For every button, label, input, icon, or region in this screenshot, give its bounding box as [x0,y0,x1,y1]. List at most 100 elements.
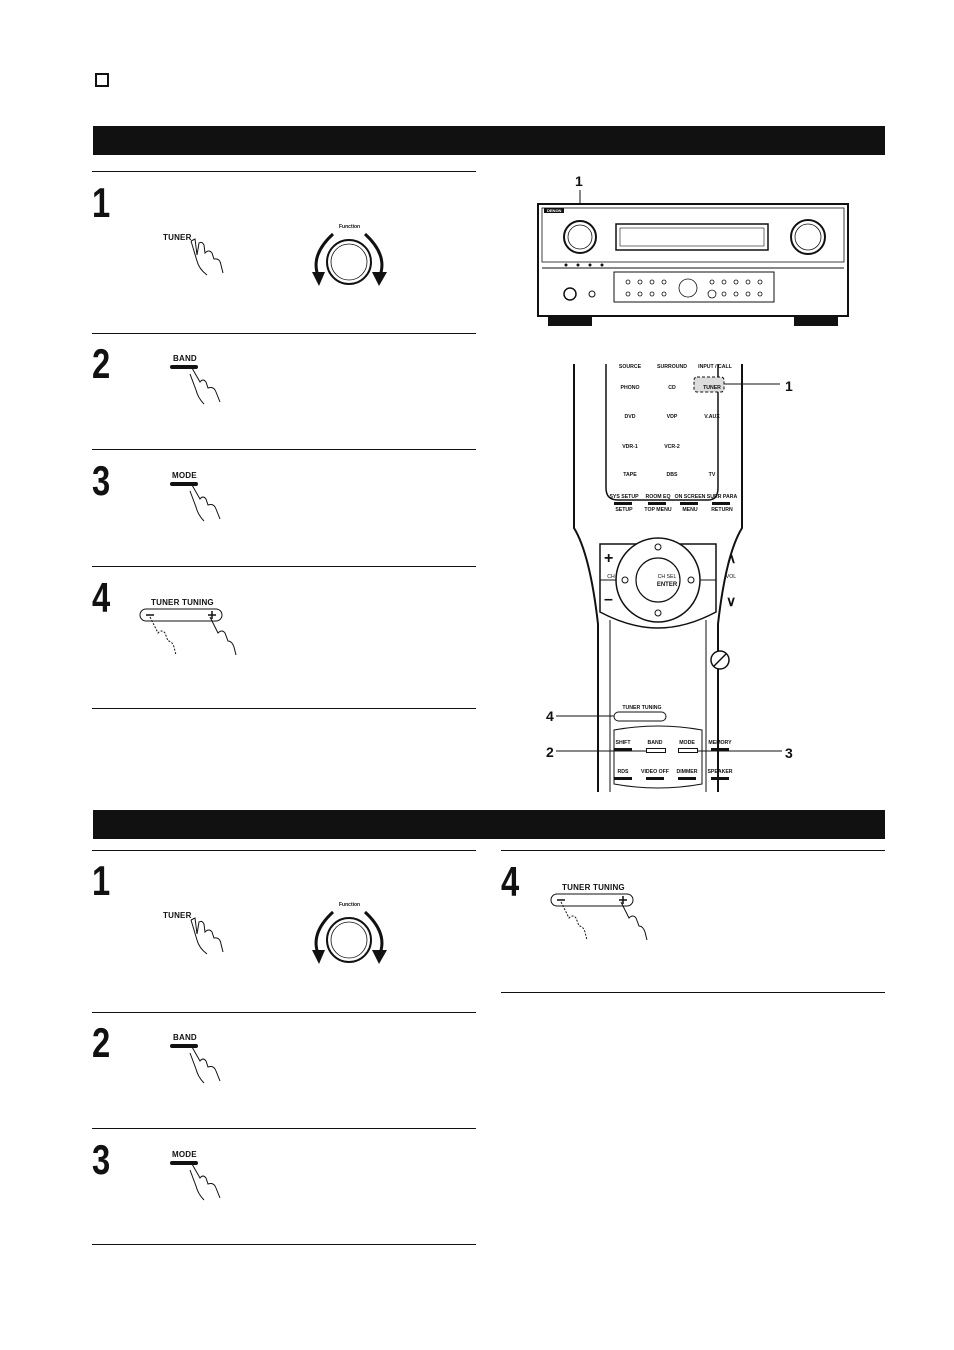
remote-callout-mode: 3 [785,745,793,761]
ch-label: CH [607,574,615,580]
hand-press-icon [190,238,224,276]
remote-key [678,777,696,780]
remote-video-off-button[interactable]: VIDEO OFF [641,769,669,775]
receiver-illustration [537,190,849,326]
step-number: 2 [92,1019,111,1066]
vol-up-icon[interactable]: ∧ [726,550,737,566]
ch-down-icon[interactable]: – [604,591,613,608]
section-checkbox[interactable] [95,73,109,87]
remote-tv-button[interactable]: TV [708,472,716,478]
step-number: 2 [92,340,111,387]
step-divider [92,850,476,851]
tuning-rocker-icon [139,608,237,656]
step-number: 4 [501,858,520,905]
remote-vaux-button[interactable]: V.AUX [704,414,720,420]
remote-callout-tuning: 4 [546,708,554,724]
remote-speaker-button[interactable]: SPEAKER [707,769,733,775]
remote-dbs-button[interactable]: DBS [666,472,678,478]
remote-key [711,777,729,780]
mode-button[interactable] [170,482,198,486]
remote-rds-button[interactable]: RDS [617,769,629,775]
remote-band-button[interactable]: BAND [647,740,663,746]
step-number: 1 [92,179,111,226]
mode-button-label: MODE [172,471,197,480]
hand-press-icon [189,1046,221,1084]
step-divider [92,708,476,709]
remote-key [646,777,664,780]
remote-tuner-tuning-label: TUNER TUNING [622,705,662,711]
step-number: 1 [92,857,111,904]
remote-surround-button[interactable]: SURROUND [657,364,687,370]
remote-key [614,777,632,780]
hand-press-icon [189,367,221,405]
remote-sys-setup-button[interactable]: SYS SETUP [609,494,639,500]
remote-top-menu-button[interactable]: TOP MENU [644,507,672,513]
receiver-callout: 1 [575,173,583,189]
vol-label: VOL [725,574,737,580]
remote-key [711,748,729,751]
step-divider [92,449,476,450]
tuning-rocker-icon [550,893,648,941]
step-divider [501,992,885,993]
step-divider [92,1244,476,1245]
step-divider [92,1128,476,1129]
remote-mode-button[interactable]: MODE [679,740,695,746]
remote-cd-button[interactable]: CD [668,385,676,391]
section-header-bar-2 [93,810,885,839]
remote-room-eq-button[interactable]: ROOM EQ [645,494,671,500]
step-divider [92,1012,476,1013]
remote-on-screen-button[interactable]: ON SCREEN [674,494,706,500]
remote-vdp-button[interactable]: VDP [666,414,678,420]
band-button[interactable] [170,1044,198,1048]
hand-press-icon [189,1163,221,1201]
enter-button[interactable]: ENTER [656,582,678,588]
remote-callout-tuner: 1 [785,378,793,394]
band-button-label: BAND [173,1033,197,1042]
remote-callout-band: 2 [546,744,554,760]
band-button-label: BAND [173,354,197,363]
step-number: 4 [92,574,111,621]
step-divider [92,333,476,334]
remote-memory-button[interactable]: MEMORY [708,740,732,746]
step-divider [501,850,885,851]
function-knob-icon [312,910,387,964]
section-header-bar-1 [93,126,885,155]
tuner-button-label: TUNER [163,911,192,920]
step-number: 3 [92,1136,111,1183]
remote-key [648,502,666,505]
remote-menu-button[interactable]: MENU [682,507,698,513]
vol-down-icon[interactable]: ∨ [726,593,737,609]
remote-surr-para-button[interactable]: SURR PARA [706,494,738,500]
function-knob-icon [312,232,387,286]
remote-dvd-button[interactable]: DVD [624,414,636,420]
remote-key [614,748,632,751]
mode-button[interactable] [170,1161,198,1165]
mode-button-label: MODE [172,1150,197,1159]
band-button[interactable] [170,365,198,369]
tuner-tuning-label: TUNER TUNING [151,598,214,607]
remote-phono-button[interactable]: PHONO [620,385,640,391]
brand-logo: DENON [547,208,562,213]
remote-tape-button[interactable]: TAPE [623,472,637,478]
knob-label: Function [339,224,361,230]
remote-vdr1-button[interactable]: VDR-1 [622,444,638,450]
hand-press-icon [189,484,221,522]
step-number: 3 [92,457,111,504]
remote-control-illustration [556,364,782,792]
ch-sel-label: CH SEL [657,574,677,580]
tuner-button-label: TUNER [163,233,192,242]
remote-vcr2-button[interactable]: VCR-2 [664,444,680,450]
remote-shift-button[interactable]: SHIFT [615,740,631,746]
remote-key [680,502,698,505]
remote-setup-button[interactable]: SETUP [615,507,633,513]
remote-key [646,748,666,753]
remote-source-button[interactable]: SOURCE [618,364,642,370]
ch-up-icon[interactable]: + [604,550,614,567]
remote-dimmer-button[interactable]: DIMMER [676,769,698,775]
remote-tuner-button[interactable]: TUNER [703,385,721,391]
knob-label: Function [339,902,361,908]
remote-input-call-button[interactable]: INPUT / CALL [698,364,732,370]
remote-return-button[interactable]: RETURN [711,507,733,513]
step-divider [92,566,476,567]
remote-key [614,502,632,505]
